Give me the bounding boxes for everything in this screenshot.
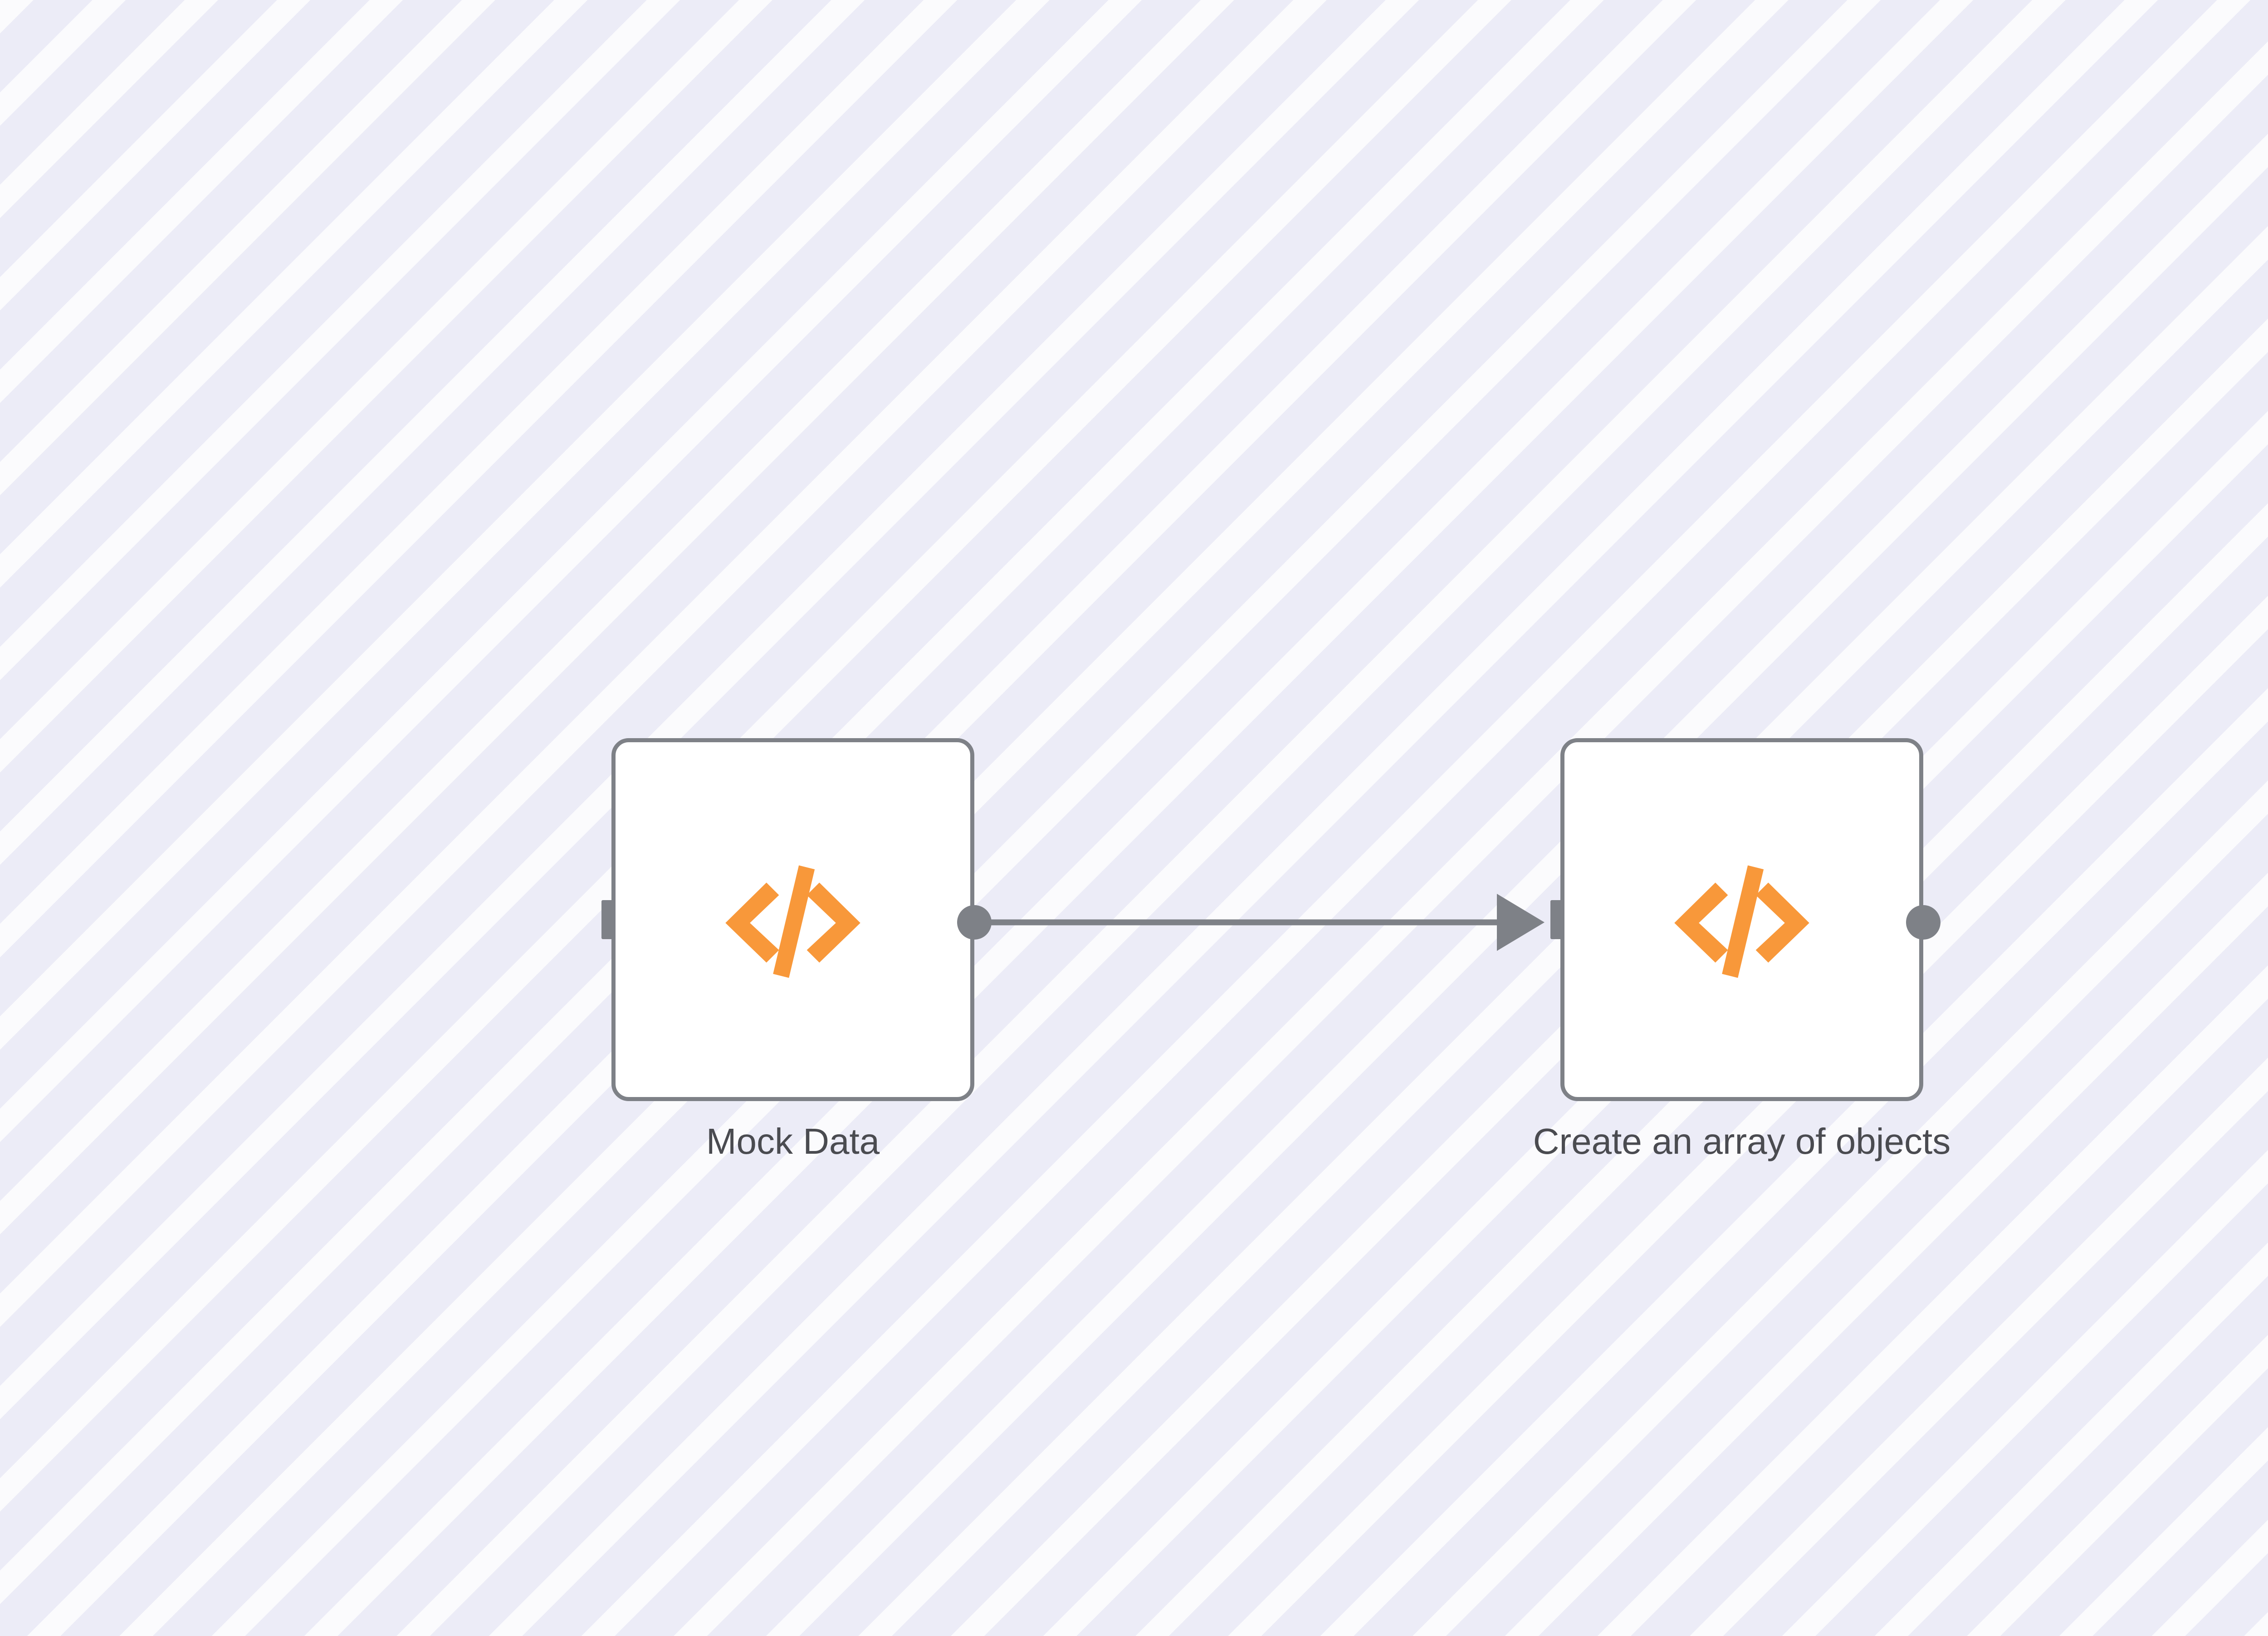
- node-body-mock-data[interactable]: [611, 738, 974, 1101]
- node-label-mock-data: Mock Data: [706, 1121, 880, 1161]
- connection-mock-data-to-create-array[interactable]: [981, 894, 1545, 951]
- output-port-mock-data[interactable]: [957, 905, 992, 940]
- arrow-right-icon: [1497, 894, 1545, 951]
- node-body-create-an-array-of-objects[interactable]: [1560, 738, 1923, 1101]
- output-port-create-an-array-of-objects[interactable]: [1906, 905, 1941, 940]
- code-brackets-icon: [725, 865, 860, 978]
- node-label-create-an-array-of-objects: Create an array of objects: [1533, 1121, 1951, 1161]
- code-brackets-icon: [1674, 865, 1809, 978]
